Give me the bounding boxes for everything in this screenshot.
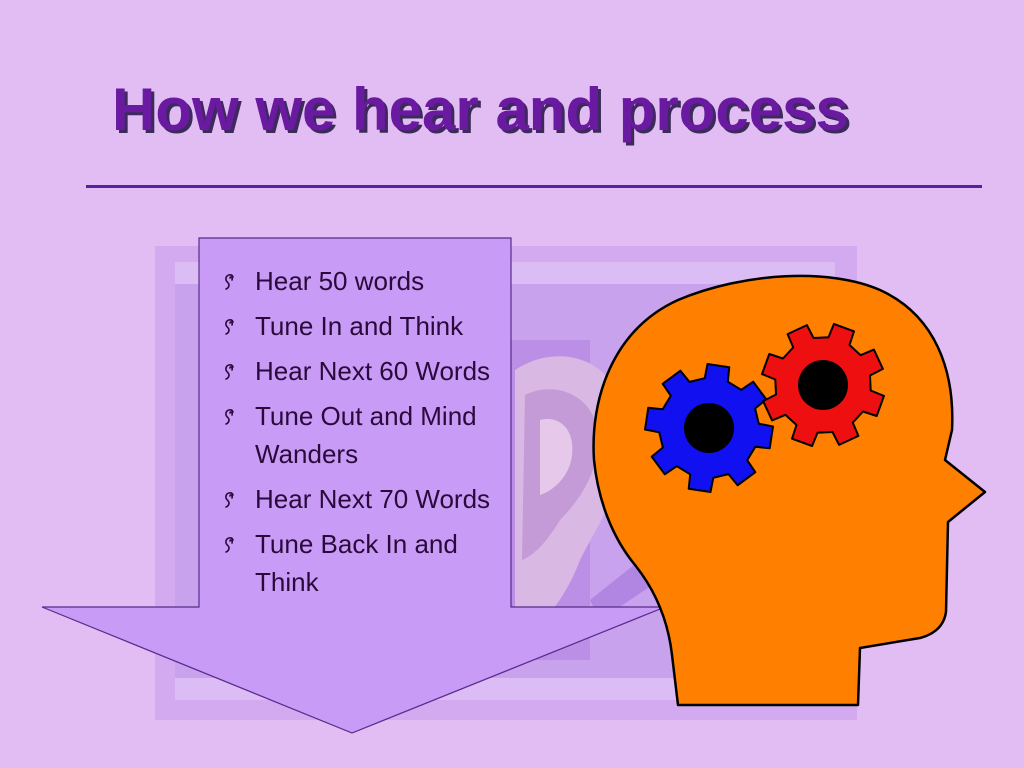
- bullet-item: Hear 50 words: [224, 262, 514, 300]
- bullet-text: Tune Back In and Think: [255, 529, 458, 597]
- bullet-item: Tune Out and Mind Wanders: [224, 397, 514, 473]
- bullet-list: Hear 50 words Tune In and Think Hear Nex…: [224, 262, 514, 608]
- slide-title: How we hear and process: [112, 76, 849, 143]
- bullet-text: Hear Next 70 Words: [255, 484, 491, 514]
- gear-hole: [684, 403, 734, 453]
- ear-icon: [225, 274, 234, 290]
- ear-icon: [225, 537, 234, 553]
- ear-icon: [225, 492, 234, 508]
- bullet-text: Hear 50 words: [255, 266, 425, 296]
- bullet-item: Hear Next 60 Words: [224, 352, 514, 390]
- bullet-text: Tune In and Think: [255, 311, 464, 341]
- blue-gear-icon: [644, 363, 774, 493]
- gear-hole: [798, 360, 848, 410]
- bullet-item: Tune Back In and Think: [224, 525, 514, 601]
- ear-icon: [225, 319, 234, 335]
- bullet-text: Tune Out and Mind Wanders: [255, 401, 477, 469]
- bullet-item: Tune In and Think: [224, 307, 514, 345]
- title-divider: [86, 185, 982, 188]
- bullet-text: Hear Next 60 Words: [255, 356, 491, 386]
- ear-icon: [225, 409, 234, 425]
- bullet-item: Hear Next 70 Words: [224, 480, 514, 518]
- ear-icon: [225, 364, 234, 380]
- red-gear-icon: [761, 323, 885, 447]
- down-arrow: [41, 237, 666, 734]
